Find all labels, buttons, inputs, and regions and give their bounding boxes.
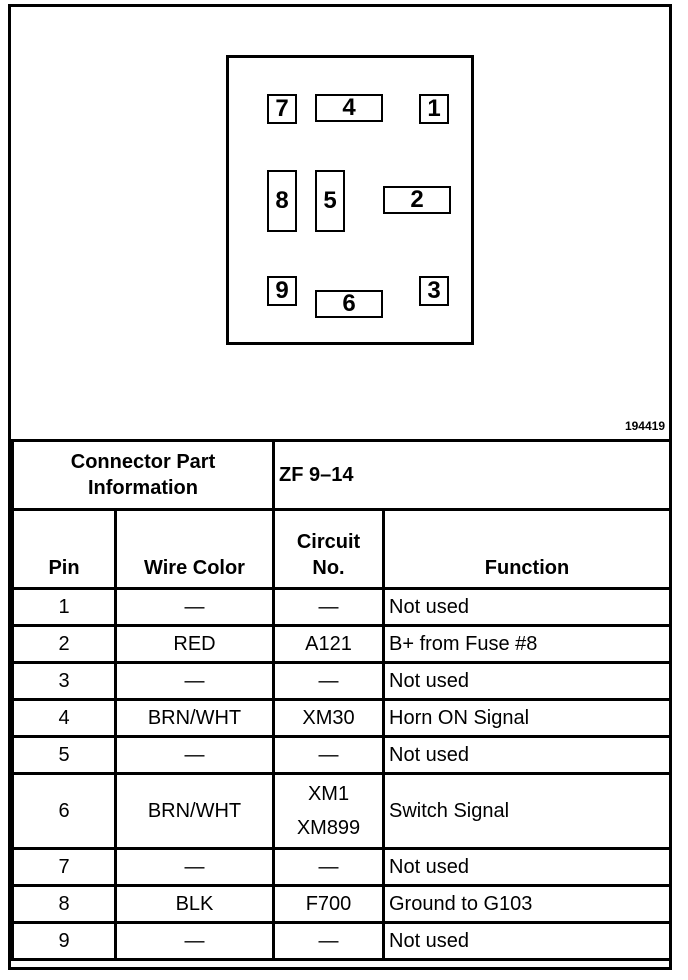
wire-color-cell: — bbox=[114, 735, 275, 775]
function-cell: Not used bbox=[381, 661, 673, 701]
connector-diagram: 7 4 1 8 5 2 9 6 3 194419 bbox=[11, 7, 669, 439]
connector-sheet: 7 4 1 8 5 2 9 6 3 194419 Connector Part … bbox=[8, 4, 673, 970]
circuit-cell: — bbox=[272, 847, 385, 887]
wire-color-cell: BLK bbox=[114, 884, 275, 924]
function-cell: Not used bbox=[381, 847, 673, 887]
cavity-4: 4 bbox=[315, 94, 383, 122]
header-function: Function bbox=[381, 508, 673, 590]
circuit-number: — bbox=[318, 596, 339, 618]
header-pin: Pin bbox=[11, 508, 117, 590]
circuit-number: — bbox=[318, 670, 339, 692]
wire-color-cell: — bbox=[114, 661, 275, 701]
pinout-table: Connector Part Information ZF 9–14 Pin W… bbox=[11, 439, 673, 961]
circuit-number: — bbox=[318, 930, 339, 952]
function-cell: Not used bbox=[381, 921, 673, 961]
cavity-6: 6 bbox=[315, 290, 383, 318]
circuit-cell: — bbox=[272, 587, 385, 627]
cavity-5: 5 bbox=[315, 170, 345, 232]
cavity-2: 2 bbox=[383, 186, 451, 214]
cavity-7: 7 bbox=[267, 94, 297, 124]
circuit-number: XM1 bbox=[307, 783, 350, 805]
circuit-cell: A121 bbox=[272, 624, 385, 664]
circuit-cell: XM30 bbox=[272, 698, 385, 738]
wire-color-cell: RED bbox=[114, 624, 275, 664]
circuit-number: F700 bbox=[305, 893, 352, 915]
circuit-number: A121 bbox=[305, 633, 352, 655]
pin-cell: 8 bbox=[11, 884, 117, 924]
circuit-number: XM899 bbox=[296, 817, 361, 839]
circuit-cell: — bbox=[272, 661, 385, 701]
pin-cell: 5 bbox=[11, 735, 117, 775]
pin-cell: 1 bbox=[11, 587, 117, 627]
wire-color-cell: BRN/WHT bbox=[114, 772, 275, 850]
circuit-cell: — bbox=[272, 921, 385, 961]
table-row: 9——Not used bbox=[11, 921, 673, 961]
figure-id: 194419 bbox=[624, 419, 665, 433]
part-info-row: Connector Part Information ZF 9–14 bbox=[11, 439, 673, 511]
function-cell: Not used bbox=[381, 735, 673, 775]
function-cell: B+ from Fuse #8 bbox=[381, 624, 673, 664]
cavity-1: 1 bbox=[419, 94, 449, 124]
function-cell: Not used bbox=[381, 587, 673, 627]
header-wire-color: Wire Color bbox=[114, 508, 275, 590]
pin-cell: 4 bbox=[11, 698, 117, 738]
cavity-3: 3 bbox=[419, 276, 449, 306]
wire-color-cell: — bbox=[114, 847, 275, 887]
table-row: 5——Not used bbox=[11, 735, 673, 775]
wire-color-cell: BRN/WHT bbox=[114, 698, 275, 738]
circuit-number: XM30 bbox=[302, 707, 355, 729]
column-headers: Pin Wire Color Circuit No. Function bbox=[11, 508, 673, 590]
pin-cell: 3 bbox=[11, 661, 117, 701]
circuit-number: — bbox=[318, 744, 339, 766]
function-cell: Horn ON Signal bbox=[381, 698, 673, 738]
connector-face: 7 4 1 8 5 2 9 6 3 bbox=[226, 55, 474, 345]
wire-color-cell: — bbox=[114, 921, 275, 961]
circuit-cell: — bbox=[272, 735, 385, 775]
circuit-cell: F700 bbox=[272, 884, 385, 924]
part-info-label: Connector Part Information bbox=[70, 451, 216, 499]
function-cell: Ground to G103 bbox=[381, 884, 673, 924]
function-cell: Switch Signal bbox=[381, 772, 673, 850]
pin-cell: 6 bbox=[11, 772, 117, 850]
cavity-9: 9 bbox=[267, 276, 297, 306]
circuit-number: — bbox=[318, 856, 339, 878]
table-row: 3——Not used bbox=[11, 661, 673, 701]
pin-cell: 7 bbox=[11, 847, 117, 887]
pin-cell: 2 bbox=[11, 624, 117, 664]
part-info-value: ZF 9–14 bbox=[271, 439, 673, 511]
cavity-8: 8 bbox=[267, 170, 297, 232]
header-circuit: Circuit No. bbox=[296, 531, 361, 579]
table-row: 7——Not used bbox=[11, 847, 673, 887]
pin-cell: 9 bbox=[11, 921, 117, 961]
wire-color-cell: — bbox=[114, 587, 275, 627]
table-row: 1——Not used bbox=[11, 587, 673, 627]
